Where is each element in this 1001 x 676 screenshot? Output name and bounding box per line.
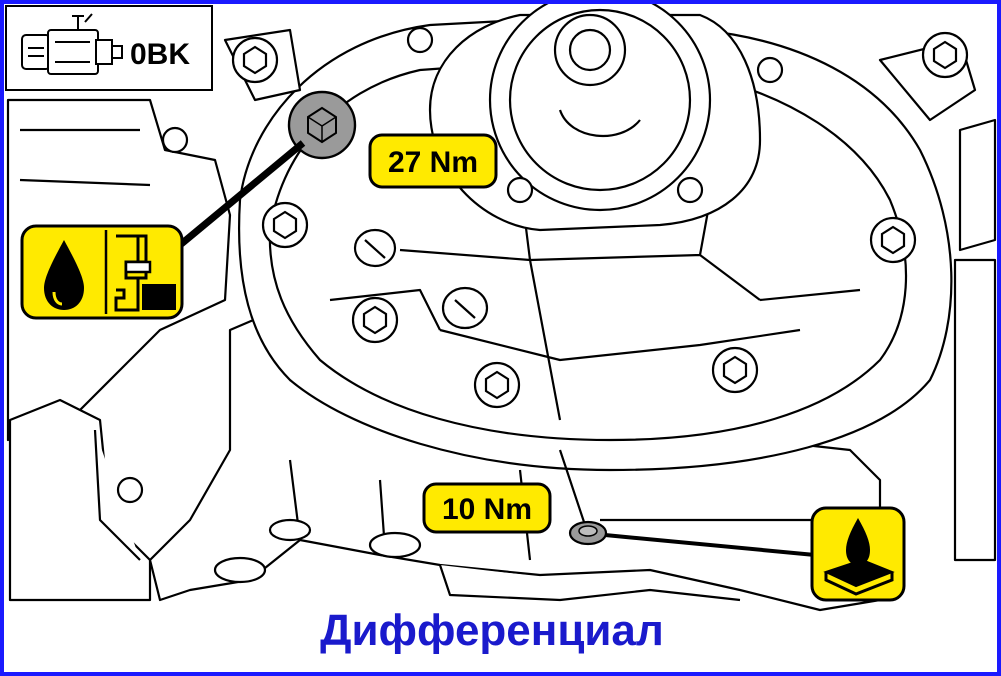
fill-plug-torque-badge: 27 Nm (368, 133, 498, 189)
oil-drain-icon (810, 506, 906, 602)
flange-bolt (261, 201, 309, 249)
fill-plug-torque: 27 Nm (388, 146, 478, 179)
flange-bolt (473, 361, 521, 409)
drain-plug-torque-badge: 10 Nm (422, 482, 552, 534)
flange-bolt (921, 31, 969, 79)
leader-lines (177, 140, 816, 557)
diagram-caption: Дифференциал (320, 606, 664, 655)
flange-bolts (231, 31, 969, 409)
oil-fill-level-icon (20, 224, 184, 320)
flange-bolt (351, 296, 399, 344)
flange-bolt (231, 36, 279, 84)
fill-plug-leader (177, 140, 306, 248)
flange-bolt (869, 216, 917, 264)
drain-plug-torque: 10 Nm (442, 493, 532, 526)
drain-plug-leader (604, 533, 816, 557)
gearbox-code: 0BK (130, 38, 190, 71)
fill-plug (287, 90, 357, 160)
gearbox-icon (21, 13, 123, 75)
drain-plug (568, 520, 608, 546)
flange-bolt (711, 346, 759, 394)
gearbox-code-box: 0BK (5, 5, 213, 91)
